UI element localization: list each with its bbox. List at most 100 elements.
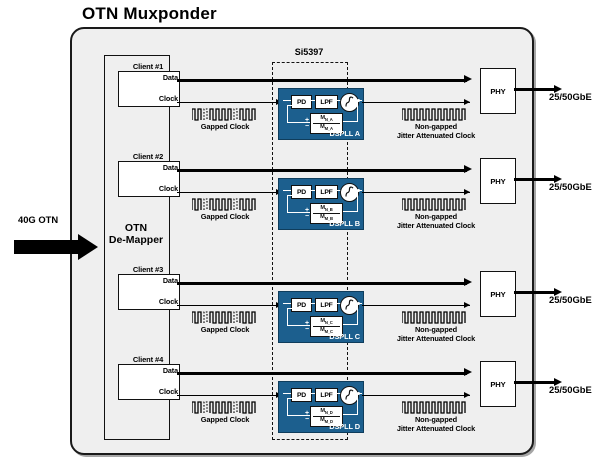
nongapped-line-1-4: Non-gapped (414, 415, 458, 424)
gapped-clock-caption-2: Gapped Clock (200, 212, 250, 221)
port-label-data-3: Data (162, 276, 178, 285)
input-label-40g-otn: 40G OTN (18, 214, 59, 225)
nongapped-line-1-3: Non-gapped (414, 325, 458, 334)
pll-input-wire-b (283, 190, 293, 192)
pll-out-line-2 (362, 192, 470, 194)
client-box-3 (118, 274, 180, 310)
fb-wire-down-d (357, 394, 359, 415)
demapper-line-1: OTN (124, 222, 148, 234)
pll-out-arrow-3 (464, 302, 470, 308)
divider-fraction-bar-a (313, 123, 340, 124)
fb-return-up-c (287, 308, 289, 326)
dspll-block-b: PD LPF MN_B MM_B + − DSPLL B (278, 178, 364, 230)
fb-wire-down-c (357, 304, 359, 325)
gapped-clock-waveform-2 (191, 198, 258, 216)
phy-out-line-4 (514, 381, 558, 385)
pd-plus-sign-d: + (305, 410, 310, 417)
client-title-2: Client #2 (132, 152, 164, 161)
phy-out-arrow-1 (554, 85, 562, 93)
gapped-clock-waveform-3 (191, 311, 258, 329)
output-label-1: 25/50GbE (549, 91, 592, 102)
clock-line-4 (177, 395, 280, 397)
input-arrow-head (78, 234, 98, 260)
lpf-vco-wire-b (336, 190, 341, 192)
input-arrow-shaft (14, 240, 80, 254)
pll-input-wire-d (283, 393, 293, 395)
divider-denominator-c: MM_C (320, 327, 333, 335)
loop-filter-b: LPF (315, 185, 338, 199)
si5397-title: Si5397 (294, 47, 324, 57)
divider-fraction-bar-b (313, 213, 340, 214)
dspll-label-d: DSPLL D (329, 422, 360, 431)
feedback-divider-b: MN_B MM_B (310, 203, 343, 224)
client-title-1: Client #1 (132, 62, 164, 71)
pd-minus-sign-a: − (305, 123, 310, 130)
pd-plus-sign-a: + (305, 117, 310, 124)
loop-filter-d: LPF (315, 388, 338, 402)
pll-out-line-3 (362, 305, 470, 307)
phy-block-1: PHY (480, 68, 516, 114)
gapped-clock-waveform-1 (191, 108, 258, 126)
vco-out-node-c (357, 302, 360, 305)
lpf-vco-wire-d (336, 393, 341, 395)
fb-into-pd-d (287, 398, 293, 400)
clock-line-1 (177, 102, 280, 104)
nongapped-clock-caption-2: Non-gapped Jitter Attenuated Clock (390, 212, 482, 230)
data-line-2 (177, 169, 467, 173)
nongapped-line-2-3: Jitter Attenuated Clock (396, 334, 476, 343)
divider-numerator-d: MN_D (320, 407, 333, 415)
phase-detector-b: PD (291, 185, 312, 199)
gapped-clock-caption-4: Gapped Clock (200, 415, 250, 424)
fb-wire-down-a (357, 101, 359, 122)
gapped-clock-waveform-4 (191, 401, 258, 419)
phase-detector-a: PD (291, 95, 312, 109)
gapped-clock-caption-1: Gapped Clock (200, 122, 250, 131)
pd-lpf-wire-a (310, 100, 316, 102)
vco-icon-b (340, 182, 359, 202)
phy-out-line-2 (514, 178, 558, 182)
vco-icon-d (340, 385, 359, 405)
dspll-label-b: DSPLL B (329, 219, 360, 228)
phy-out-arrow-3 (554, 288, 562, 296)
pd-lpf-wire-b (310, 190, 316, 192)
divider-numerator-a: MN_A (320, 114, 333, 122)
fb-return-wire-b (287, 212, 310, 214)
fb-wire-top-a (341, 121, 358, 123)
phy-out-arrow-2 (554, 175, 562, 183)
data-arrow-2 (464, 165, 472, 173)
divider-fraction-bar-c (313, 326, 340, 327)
vco-out-node-b (357, 189, 360, 192)
output-label-4: 25/50GbE (549, 384, 592, 395)
pd-minus-sign-c: − (305, 326, 310, 333)
dspll-block-a: PD LPF MN_A MM_A + − DSPLL A (278, 88, 364, 140)
fb-wire-top-c (341, 324, 358, 326)
phy-out-arrow-4 (554, 378, 562, 386)
phase-detector-c: PD (291, 298, 312, 312)
data-arrow-1 (464, 75, 472, 83)
pd-minus-sign-b: − (305, 213, 310, 220)
nongapped-clock-waveform-2 (401, 198, 468, 216)
fb-return-up-b (287, 195, 289, 213)
feedback-divider-a: MN_A MM_A (310, 113, 343, 134)
pd-plus-sign-c: + (305, 320, 310, 327)
divider-denominator-b: MM_B (320, 214, 333, 222)
pll-input-wire-a (283, 100, 293, 102)
port-label-clock-1: Clock (158, 94, 178, 103)
client-title-3: Client #3 (132, 265, 164, 274)
clock-line-2 (177, 192, 280, 194)
fb-into-pd-a (287, 105, 293, 107)
fb-wire-top-d (341, 414, 358, 416)
vco-icon-a (340, 92, 359, 112)
fb-return-wire-a (287, 122, 310, 124)
port-label-data-1: Data (162, 73, 178, 82)
port-label-clock-2: Clock (158, 184, 178, 193)
fb-into-pd-c (287, 308, 293, 310)
dspll-block-c: PD LPF MN_C MM_C + − DSPLL C (278, 291, 364, 343)
pll-out-line-1 (362, 102, 470, 104)
fb-wire-top-b (341, 211, 358, 213)
nongapped-line-1-1: Non-gapped (414, 122, 458, 131)
fb-return-up-d (287, 398, 289, 416)
client-title-4: Client #4 (132, 355, 164, 364)
pd-lpf-wire-c (310, 303, 316, 305)
